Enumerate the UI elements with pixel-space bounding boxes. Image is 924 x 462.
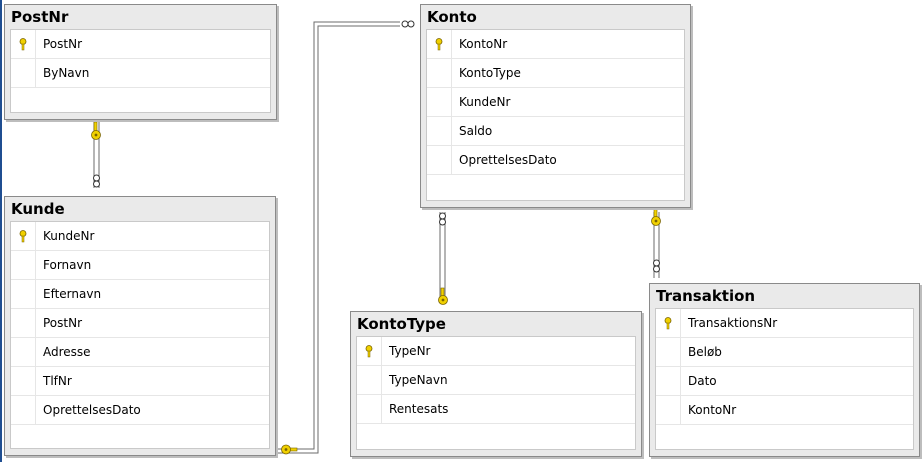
column-name: KundeNr	[459, 95, 511, 109]
many-marker-konto-left	[401, 20, 415, 28]
key-marker-kontotype	[438, 287, 448, 305]
column-name: Fornavn	[43, 258, 92, 272]
column-name: Rentesats	[389, 402, 449, 416]
column-row[interactable]: KontoNr	[656, 396, 913, 425]
primary-key-icon	[365, 345, 373, 358]
column-name: KundeNr	[43, 229, 95, 243]
column-name: OprettelsesDato	[43, 403, 141, 417]
many-marker-kunde	[93, 174, 100, 188]
column-name: PostNr	[43, 37, 83, 51]
window-edge	[0, 0, 2, 462]
primary-key-icon	[664, 317, 672, 330]
column-grid: PostNr ByNavn	[10, 29, 271, 113]
column-row[interactable]: OprettelsesDato	[11, 396, 269, 425]
key-marker-konto	[651, 207, 661, 226]
primary-key-icon	[435, 38, 443, 51]
column-grid: TypeNr TypeNavn Rentesats	[356, 336, 636, 450]
column-row[interactable]: Adresse	[11, 338, 269, 367]
column-name: Adresse	[43, 345, 91, 359]
primary-key-icon	[19, 38, 27, 51]
column-name: TlfNr	[43, 374, 72, 388]
table-kontotype[interactable]: KontoType TypeNr TypeNavn Rentesats	[350, 311, 642, 457]
column-row[interactable]: Fornavn	[11, 251, 269, 280]
table-title: KontoType	[357, 315, 446, 333]
rel-konto-kontotype	[439, 212, 446, 298]
table-title: Transaktion	[656, 287, 756, 305]
column-row[interactable]: TypeNavn	[357, 366, 635, 395]
column-row[interactable]: ByNavn	[11, 59, 270, 88]
key-markers	[91, 121, 661, 455]
column-row[interactable]: KontoType	[427, 59, 684, 88]
column-row[interactable]: TransaktionsNr	[656, 309, 913, 338]
primary-key-icon	[19, 230, 27, 243]
column-row[interactable]: KontoNr	[427, 30, 684, 59]
many-marker-konto-bottom	[439, 212, 446, 226]
column-row[interactable]: TlfNr	[11, 367, 269, 396]
key-marker-kunde	[281, 444, 298, 455]
many-marker-transaktion	[653, 259, 660, 273]
column-row[interactable]: Rentesats	[357, 395, 635, 424]
column-row[interactable]: PostNr	[11, 30, 270, 59]
column-name: Dato	[688, 374, 717, 388]
column-row[interactable]: OprettelsesDato	[427, 146, 684, 175]
table-title: Kunde	[11, 200, 65, 218]
column-name: OprettelsesDato	[459, 153, 557, 167]
column-name: TypeNavn	[389, 373, 448, 387]
column-name: KontoNr	[688, 403, 737, 417]
column-row[interactable]: PostNr	[11, 309, 269, 338]
column-row[interactable]: Efternavn	[11, 280, 269, 309]
column-grid: KontoNr KontoType KundeNr Saldo Oprettel…	[426, 29, 685, 201]
column-name: Efternavn	[43, 287, 102, 301]
column-name: Beløb	[688, 345, 722, 359]
table-title: Konto	[427, 8, 477, 26]
table-kunde[interactable]: Kunde KundeNr Fornavn Efternavn PostNr A…	[4, 196, 276, 456]
table-title: PostNr	[11, 8, 69, 26]
column-name: KontoType	[459, 66, 521, 80]
column-row[interactable]: KundeNr	[427, 88, 684, 117]
column-row[interactable]: Saldo	[427, 117, 684, 146]
table-konto[interactable]: Konto KontoNr KontoType KundeNr Saldo Op…	[420, 4, 691, 208]
column-name: KontoNr	[459, 37, 508, 51]
column-name: ByNavn	[43, 66, 90, 80]
column-name: TransaktionsNr	[688, 316, 778, 330]
column-row[interactable]: TypeNr	[357, 337, 635, 366]
column-row[interactable]: KundeNr	[11, 222, 269, 251]
column-name: TypeNr	[389, 344, 431, 358]
column-grid: KundeNr Fornavn Efternavn PostNr Adresse…	[10, 221, 270, 449]
column-grid: TransaktionsNr Beløb Dato KontoNr	[655, 308, 914, 450]
column-row[interactable]: Dato	[656, 367, 913, 396]
key-marker-postnr	[91, 121, 101, 140]
table-transaktion[interactable]: Transaktion TransaktionsNr Beløb Dato Ko…	[649, 283, 920, 457]
column-name: PostNr	[43, 316, 83, 330]
column-name: Saldo	[459, 124, 493, 138]
table-postnr[interactable]: PostNr PostNr ByNavn	[4, 4, 277, 120]
many-markers	[93, 20, 660, 273]
column-row[interactable]: Beløb	[656, 338, 913, 367]
